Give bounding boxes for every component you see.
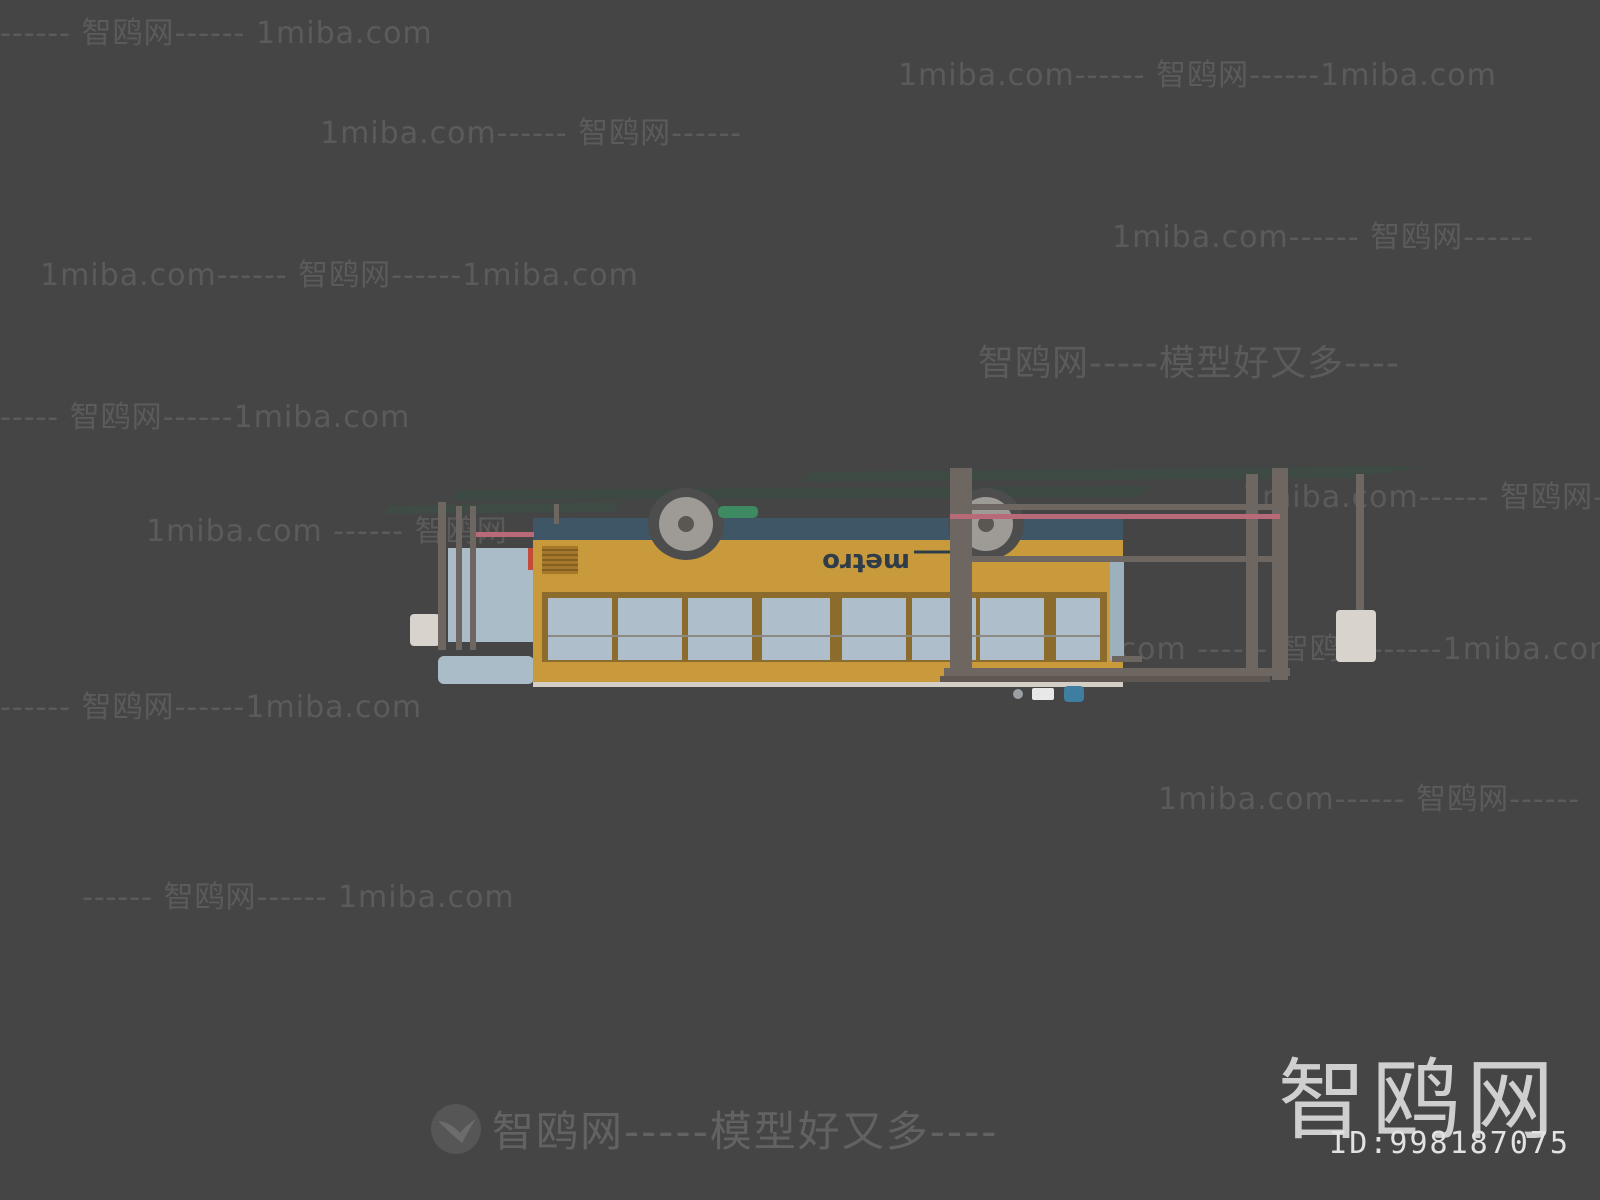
pink-pipes [476, 514, 1280, 537]
watermark-text: 1miba.com------ 智鸥网------1miba.com [40, 258, 639, 293]
watermark-text: 1miba.com------ 智鸥网- [1242, 480, 1600, 515]
bus-windows [548, 598, 1100, 660]
watermark-text: 1miba.com------ 智鸥网------ [1112, 220, 1535, 255]
underside-parts [1013, 686, 1084, 702]
watermark-text: ----- 智鸥网------1miba.com [0, 400, 411, 435]
bottom-watermark-text: 智鸥网-----模型好又多---- [492, 1107, 999, 1156]
watermark-text: 智鸥网-----模型好又多---- [978, 343, 1400, 384]
watermark-text: ------ 智鸥网------ 1miba.com [0, 16, 433, 51]
model-id-label: ID:998187075 [1329, 1126, 1570, 1161]
bottom-watermark-banner: 智鸥网-----模型好又多---- [430, 1098, 998, 1159]
vent-grille [542, 546, 578, 574]
bus-rear [410, 548, 534, 684]
bird-logo-icon [431, 1103, 481, 1154]
rack-structure [438, 468, 1376, 682]
bus-logo-text: metro [822, 547, 910, 577]
watermark-text: 1miba.com------ 智鸥网------1miba.com [898, 58, 1497, 93]
wheel-rear [648, 488, 724, 560]
watermark-text: 1miba.com------ 智鸥网------ [320, 116, 743, 151]
watermark-text: ------ 智鸥网------ 1miba.com [82, 880, 515, 915]
brand-name: 智鸥网 [1277, 1049, 1560, 1152]
bus-body [533, 518, 1124, 687]
watermark-text: 1miba.com------ 智鸥网------ [1158, 782, 1581, 817]
watermark-text: 1miba.com ------ 智鸥网 [146, 514, 508, 549]
green-roof-part [718, 506, 758, 518]
watermark-text: ------ 智鸥网------1miba.com [0, 690, 423, 725]
